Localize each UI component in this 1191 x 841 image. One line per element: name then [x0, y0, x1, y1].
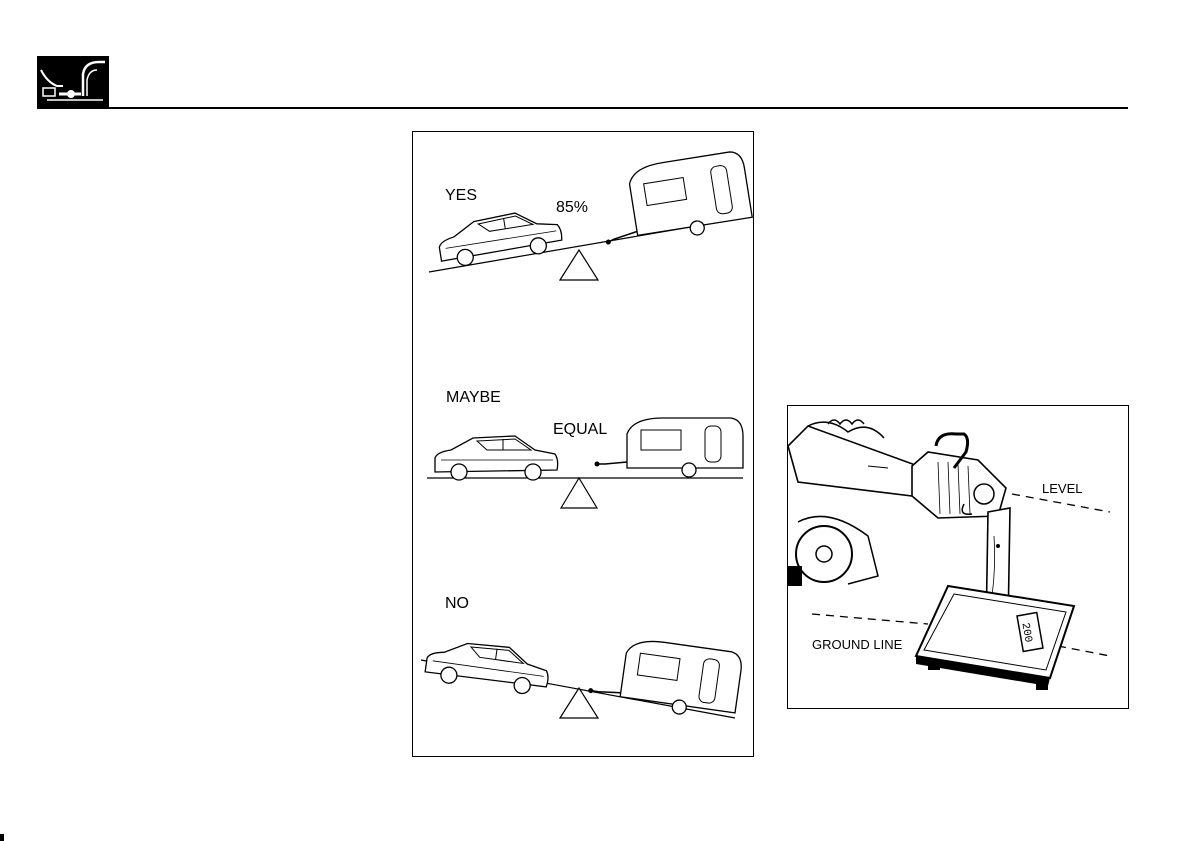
level-label: LEVEL	[1042, 482, 1082, 495]
balance-figure: YES 85% MAYBE EQUAL NO	[412, 131, 754, 757]
car-icon	[435, 436, 558, 480]
hitch-weight-figure: 200 LEVEL GROUND LINE	[787, 405, 1129, 709]
scale-icon	[916, 586, 1074, 690]
car-icon	[424, 636, 552, 697]
towing-hitch-icon	[37, 56, 109, 109]
caravan-icon	[595, 418, 744, 477]
verdict-label: YES	[445, 188, 477, 204]
verdict-label: MAYBE	[446, 390, 501, 406]
page-edge-mark	[0, 834, 4, 841]
weight-note: EQUAL	[553, 422, 607, 438]
caravan-icon	[587, 633, 744, 722]
scenario-yes-illustration	[429, 150, 753, 280]
caravan-icon	[595, 150, 753, 249]
trailer-wheel-icon	[788, 516, 878, 586]
weight-note: 85%	[556, 200, 588, 216]
verdict-label: NO	[445, 596, 469, 612]
coupling-icon	[788, 420, 1006, 518]
ground-line-label: GROUND LINE	[812, 638, 902, 651]
header-rule	[37, 107, 1128, 109]
scenario-no-illustration	[421, 633, 743, 722]
